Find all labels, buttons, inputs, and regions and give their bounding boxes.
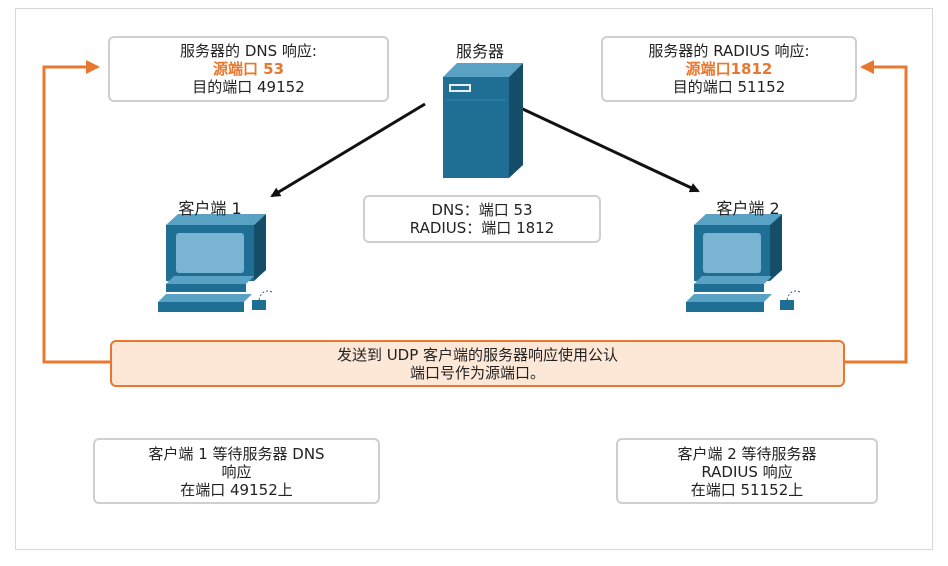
arrow-server-to-client2 bbox=[511, 102, 700, 193]
client2-wait-line1: 客户端 2 等待服务器 bbox=[677, 445, 817, 463]
arrow-server-to-client1 bbox=[270, 102, 426, 198]
client1-label: 客户端 1 bbox=[178, 199, 242, 218]
client1-wait-line2: 响应 bbox=[221, 463, 252, 481]
udp-note-line2: 端口号作为源端口。 bbox=[409, 364, 545, 382]
client1-wait-box: 客户端 1 等待服务器 DNS 响应 在端口 49152上 bbox=[93, 438, 380, 504]
client2-wait-box: 客户端 2 等待服务器 RADIUS 响应 在端口 51152上 bbox=[616, 438, 878, 504]
radius-response-title: 服务器的 RADIUS 响应: bbox=[648, 42, 810, 60]
udp-note-banner: 发送到 UDP 客户端的服务器响应使用公认 端口号作为源端口。 bbox=[110, 340, 845, 387]
server-ports-box: DNS：端口 53 RADIUS：端口 1812 bbox=[363, 195, 601, 243]
server-port-dns: DNS：端口 53 bbox=[431, 201, 533, 219]
server-label: 服务器 bbox=[455, 42, 504, 61]
dns-response-box: 服务器的 DNS 响应: 源端口 53 目的端口 49152 bbox=[108, 36, 389, 102]
udp-note-line1: 发送到 UDP 客户端的服务器响应使用公认 bbox=[336, 346, 619, 364]
dns-dest-port: 目的端口 49152 bbox=[192, 78, 305, 96]
client1-wait-line1: 客户端 1 等待服务器 DNS bbox=[148, 445, 325, 463]
client1-wait-line3: 在端口 49152上 bbox=[180, 481, 293, 499]
dns-response-title: 服务器的 DNS 响应: bbox=[180, 42, 317, 60]
radius-response-box: 服务器的 RADIUS 响应: 源端口1812 目的端口 51152 bbox=[601, 36, 857, 102]
computer-icon-client2 bbox=[686, 214, 801, 312]
server-port-radius: RADIUS：端口 1812 bbox=[409, 219, 555, 237]
dns-source-port: 源端口 53 bbox=[212, 60, 285, 78]
server-icon bbox=[443, 63, 523, 178]
client2-wait-line3: 在端口 51152上 bbox=[690, 481, 804, 499]
radius-source-port: 源端口1812 bbox=[685, 60, 773, 78]
right-return-arrow bbox=[845, 60, 908, 364]
radius-dest-port: 目的端口 51152 bbox=[672, 78, 786, 96]
left-return-arrow bbox=[42, 60, 110, 364]
client2-label: 客户端 2 bbox=[716, 199, 780, 218]
client2-wait-line2: RADIUS 响应 bbox=[701, 463, 793, 481]
computer-icon-client1 bbox=[158, 214, 273, 312]
